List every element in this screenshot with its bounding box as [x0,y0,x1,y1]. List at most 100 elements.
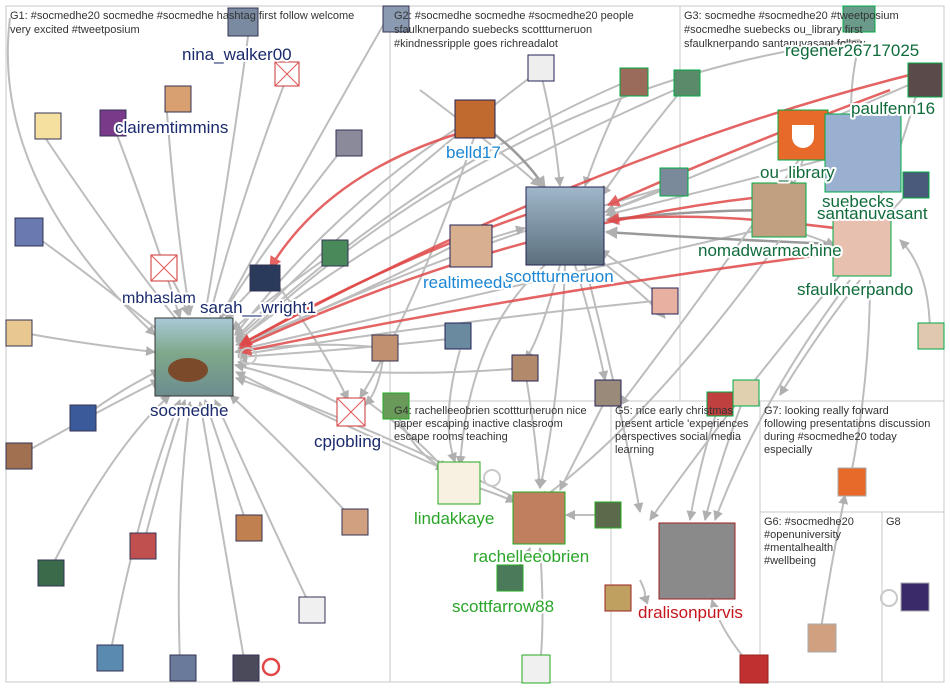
edge [237,39,861,343]
node-avatar[interactable] [659,167,689,197]
node-avatar[interactable] [169,654,197,682]
node-dralisonpurvis[interactable] [658,522,736,600]
node-avatar[interactable] [5,319,33,347]
node-scottfarrow88[interactable] [496,564,524,592]
edge [203,399,249,529]
node-avatar[interactable] [37,559,65,587]
edge-highlight [606,212,851,232]
self-loop [239,347,257,365]
label-lindakkaye: lindakkaye [414,509,494,528]
node-mbhaslam[interactable] [150,254,178,282]
node-cpjobling[interactable] [336,397,366,427]
node-clairemtimmins[interactable] [164,85,192,113]
edge [539,69,565,187]
node-avatar[interactable] [227,7,259,37]
node-avatar[interactable] [594,501,622,529]
edge [235,376,541,511]
node-avatar[interactable] [321,239,349,267]
node-realtimeedu[interactable] [449,224,493,268]
edge [235,79,631,341]
node-avatar[interactable] [235,514,263,542]
node-suebecks[interactable] [824,113,902,193]
edge [779,279,861,396]
label-rachelleeobrien: rachelleeobrien [473,547,589,566]
node-avatar[interactable] [651,287,679,315]
node-avatar[interactable] [99,109,127,137]
node-avatar[interactable] [902,171,930,199]
node-avatar[interactable] [382,392,410,420]
label-belld17: belld17 [446,143,501,162]
node-avatar[interactable] [444,322,472,350]
edge [235,69,541,339]
edge [111,121,183,319]
node-avatar[interactable] [527,54,555,82]
edge [201,21,251,316]
node-avatar[interactable] [232,654,260,682]
node-regener26717025[interactable] [842,5,876,33]
node-avatar[interactable] [594,379,622,407]
node-avatar[interactable] [14,217,44,247]
node-nomadwarmachine[interactable] [751,182,807,238]
node-avatar[interactable] [298,596,326,624]
group-desc-g8: G8 [886,516,901,528]
node-avatar[interactable] [739,654,769,684]
node-avatar[interactable] [96,644,124,672]
node-avatar[interactable] [917,322,945,350]
edge-highlight [238,208,541,347]
node-avatar[interactable] [673,69,701,97]
label-nina-walker00: nina_walker00 [182,45,292,64]
label-sfaulknerpando: sfaulknerpando [797,280,913,299]
edge [819,494,849,636]
label-realtimeedu: realtimeedu [423,273,512,292]
node-avatar[interactable] [732,379,760,407]
node-avatar[interactable] [900,582,930,612]
edge [539,239,781,501]
edge [601,84,687,196]
node-avatar[interactable] [341,508,369,536]
node-nina-walker00[interactable] [274,61,300,87]
label-ou-library: ou_library [760,163,835,182]
edge [109,399,182,656]
node-socmedhe[interactable] [154,317,234,397]
node-sfaulknerpando[interactable] [832,217,892,277]
node-image [168,358,208,382]
group-desc-g3: G3: socmedhe #socmedhe20 #tweetposium#so… [684,10,899,50]
edge [177,401,194,666]
node-avatar[interactable] [69,404,97,432]
node-avatar[interactable] [837,467,867,497]
edge [639,579,650,605]
node-avatar[interactable] [335,129,363,157]
node-avatar[interactable] [382,5,410,33]
label-mbhaslam: mbhaslam [122,290,196,307]
edge [214,399,313,611]
edge [49,394,171,571]
node-avatar[interactable] [129,532,157,560]
node-avatar[interactable] [5,442,33,470]
node-paulfenn16[interactable] [907,62,943,98]
label-nomadwarmachine: nomadwarmachine [698,241,842,260]
node-avatar[interactable] [807,623,837,653]
self-loop [483,469,501,487]
edge [455,264,546,466]
label-dralisonpurvis: dralisonpurvis [638,603,743,622]
node-avatar[interactable] [521,654,551,684]
edge [537,264,566,489]
node-belld17[interactable] [454,99,496,139]
node-avatar[interactable] [371,334,399,362]
label-sarah-wright1: sarah__wright1 [200,298,316,317]
group-box-g4 [389,400,612,683]
node-sarah-wright1[interactable] [249,264,281,292]
edge [207,73,289,316]
node-avatar[interactable] [619,67,649,97]
edge [419,89,541,187]
node-rachelleeobrien[interactable] [512,491,566,545]
node-avatar[interactable] [706,391,734,417]
node-avatar[interactable] [34,112,62,140]
edge [899,239,931,336]
edge [219,21,386,319]
node-avatar[interactable] [511,354,539,382]
node-avatar[interactable] [604,584,632,612]
node-lindakkaye[interactable] [437,461,481,505]
node-scottturneruon[interactable] [525,186,605,266]
